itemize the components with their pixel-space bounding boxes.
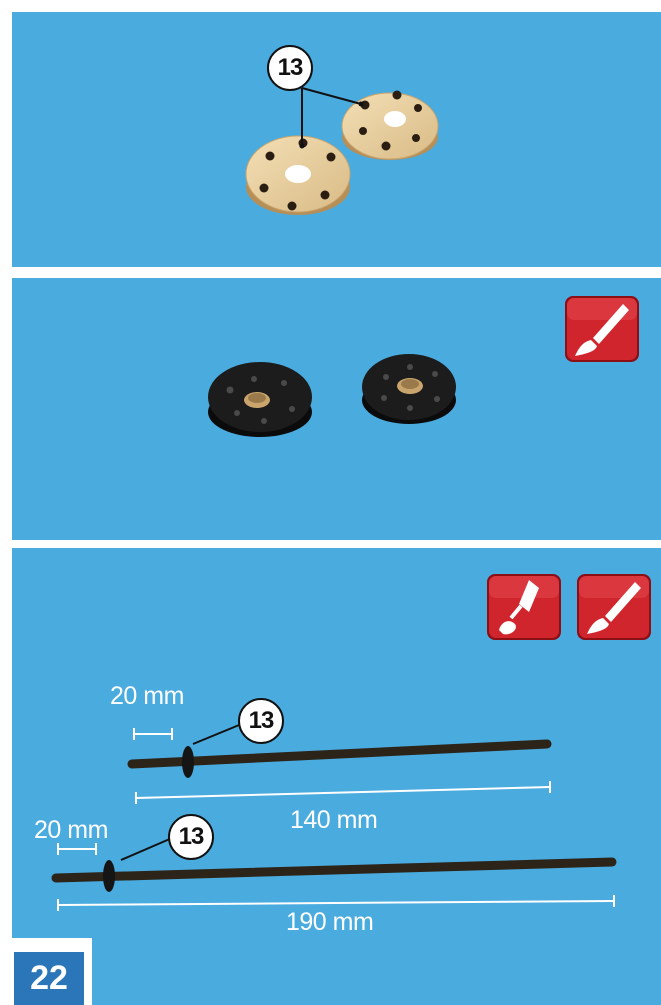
wooden-disc-left xyxy=(246,136,350,215)
part-callout: 13 xyxy=(168,814,214,860)
wooden-disc-right xyxy=(342,91,438,161)
dimension-label-length-140: 140 mm xyxy=(290,806,377,835)
wooden-discs-illustration xyxy=(12,12,661,267)
black-disc-right xyxy=(362,354,456,424)
panel-wooden-discs: 13 xyxy=(12,12,661,267)
page-number: 22 xyxy=(14,952,84,1005)
paintbrush-icon xyxy=(575,572,653,642)
leader-line xyxy=(121,838,172,860)
black-disc-left xyxy=(208,362,312,437)
panel-axles: 20 mm 140 mm 20 mm 190 mm 13 13 xyxy=(12,548,661,1005)
dimension-label-offset-upper: 20 mm xyxy=(110,682,184,711)
dimension-line-140mm xyxy=(136,781,550,804)
dimension-line-20mm-upper xyxy=(134,728,172,740)
glue-icon xyxy=(485,572,563,642)
axle-rod-short xyxy=(132,744,547,778)
panel-painted-discs xyxy=(12,278,661,540)
leader-line xyxy=(193,723,244,744)
page-number-badge: 22 xyxy=(0,938,92,1005)
leader-line xyxy=(302,88,361,104)
dimension-label-length-190: 190 mm xyxy=(286,908,373,937)
axle-rod-long xyxy=(56,860,612,892)
part-callout: 13 xyxy=(267,45,313,91)
paintbrush-icon xyxy=(563,294,641,364)
part-callout: 13 xyxy=(238,698,284,744)
dimension-label-offset-lower: 20 mm xyxy=(34,816,108,845)
